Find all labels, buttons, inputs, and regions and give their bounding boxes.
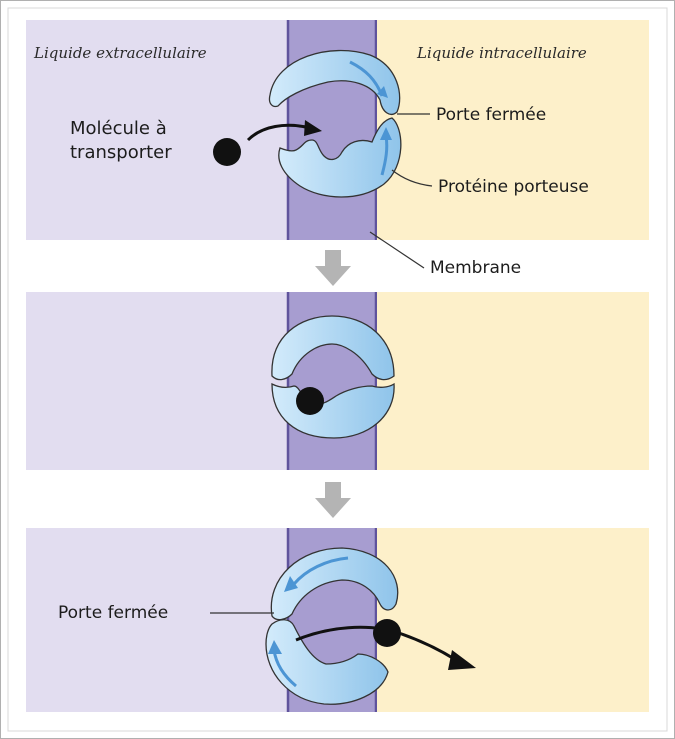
panel-2 [26,292,649,470]
extracellular-fluid [26,20,288,240]
inner-frame [7,7,668,732]
gate-closed-label-bottom: Porte fermée [58,603,169,623]
molecule-label-line2: transporter [70,142,172,163]
carrier-protein-lower [278,117,402,198]
molecule [213,138,241,166]
intracellular-fluid [377,20,649,240]
carrier-protein-upper [268,49,401,115]
panel-1 [26,20,649,269]
carrier-protein-label: Protéine porteuse [438,177,589,197]
molecule [373,619,401,647]
molecule [296,387,324,415]
curved-arrow-icon [246,123,311,142]
down-arrow-icon [315,250,351,286]
panel-3 [26,528,649,712]
extracellular-label: Liquide extracellulaire [34,44,207,62]
membrane-label: Membrane [430,258,522,278]
carrier-protein-upper [270,547,399,621]
carrier-protein-upper [271,315,395,381]
down-arrow-icon [315,482,351,518]
gate-closed-label-top: Porte fermée [436,105,547,125]
intracellular-label: Liquide intracellulaire [417,44,587,62]
molecule-label-line1: Molécule à [70,118,167,139]
